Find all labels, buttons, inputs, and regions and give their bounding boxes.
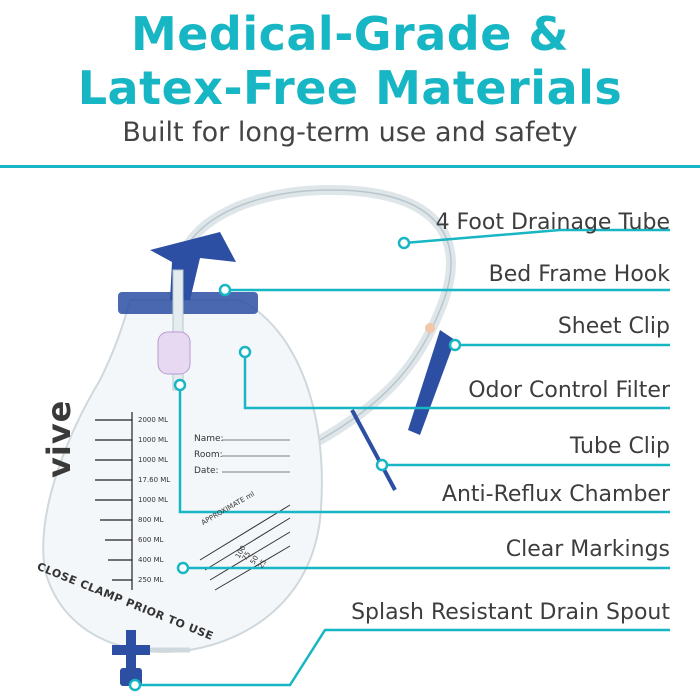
sheet-clip (408, 330, 455, 435)
form-field-date: Date: (194, 466, 219, 476)
scale-label: 2000 ML (138, 416, 168, 424)
scale-label: 400 ML (138, 556, 164, 564)
scale-label: 1000 ML (138, 456, 168, 464)
scale-label: 1000 ML (138, 436, 168, 444)
graduation-scale (95, 412, 133, 590)
tube-clip (350, 409, 397, 491)
hanger-strap (118, 292, 258, 314)
scale-label: 600 ML (138, 536, 164, 544)
brand-logo: vive (40, 399, 78, 478)
header-divider (0, 165, 700, 168)
scale-label: 1000 ML (138, 496, 168, 504)
callout-sheet-clip: Sheet Clip (557, 314, 670, 339)
form-field-room: Room: (194, 450, 223, 460)
scale-label: 800 ML (138, 516, 164, 524)
callout-odor-control-filter: Odor Control Filter (468, 378, 670, 403)
callout-drainage-tube: 4 Foot Drainage Tube (435, 210, 670, 235)
drain-spout-valve (112, 645, 150, 655)
callout-drain-spout: Splash Resistant Drain Spout (351, 600, 670, 625)
scale-label: 250 ML (138, 576, 164, 584)
tube-connector (425, 323, 435, 333)
title-line-1: Medical-Grade & (130, 7, 570, 61)
form-lines (222, 439, 290, 473)
scale-label: 17.60 ML (138, 476, 171, 484)
subtitle: Built for long-term use and safety (122, 117, 578, 148)
callout-bed-frame-hook: Bed Frame Hook (488, 262, 670, 287)
anti-reflux-chamber (157, 331, 191, 375)
callout-anti-reflux-chamber: Anti-Reflux Chamber (441, 482, 670, 507)
callout-tube-clip: Tube Clip (569, 434, 670, 459)
title-line-2: Latex-Free Materials (77, 61, 623, 115)
callout-dots (128, 236, 462, 692)
form-field-name: Name: (194, 434, 224, 444)
callout-clear-markings: Clear Markings (505, 537, 670, 562)
bed-frame-hook (150, 232, 236, 300)
callout-leaders (135, 228, 670, 687)
